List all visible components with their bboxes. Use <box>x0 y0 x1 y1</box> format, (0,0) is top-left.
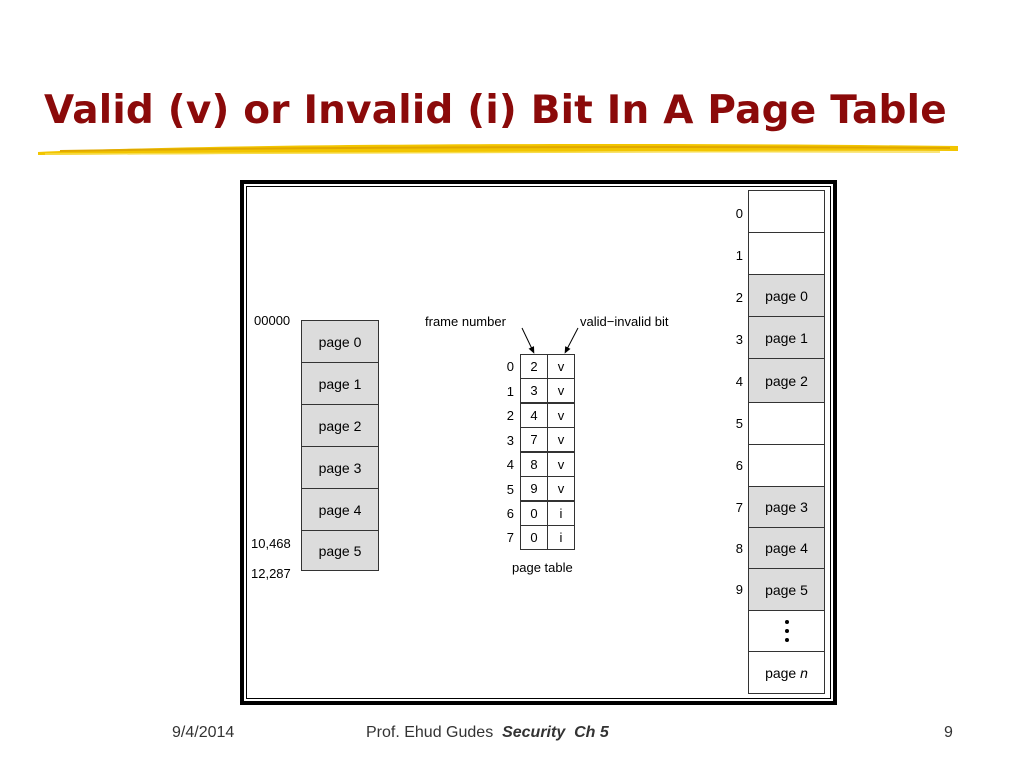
pt-index-6: 6 <box>506 506 514 521</box>
slide-title: Valid (v) or Invalid (i) Bit In A Page T… <box>44 88 947 133</box>
pt-bit-2: v <box>547 403 575 428</box>
frame-index-8: 8 <box>735 541 743 556</box>
frame-2: page 0 <box>748 274 825 317</box>
frame-4: page 2 <box>748 358 825 403</box>
frame-9: page 5 <box>748 568 825 611</box>
frame-index-1: 1 <box>735 248 743 263</box>
frame-8: page 4 <box>748 527 825 569</box>
frame-index-7: 7 <box>735 500 743 515</box>
logical-page-1: page 1 <box>301 362 379 405</box>
frame-7: page 3 <box>748 486 825 528</box>
pt-index-0: 0 <box>506 359 514 374</box>
pt-bit-5: v <box>547 476 575 501</box>
footer-course: Security Ch 5 <box>502 724 609 741</box>
logical-page-2: page 2 <box>301 404 379 447</box>
frame-index-2: 2 <box>735 290 743 305</box>
frame-index-6: 6 <box>735 458 743 473</box>
pt-bit-3: v <box>547 427 575 452</box>
footer-credit: Prof. Ehud Gudes Security Ch 5 <box>366 724 609 742</box>
frame-number-arrow <box>521 327 535 354</box>
pt-bit-0: v <box>547 354 575 379</box>
frame-n-variable: n <box>800 664 808 681</box>
frame-index-9: 9 <box>735 582 743 597</box>
pt-index-7: 7 <box>506 530 514 545</box>
pt-frame-5: 9 <box>520 476 548 501</box>
frame-index-0: 0 <box>735 206 743 221</box>
pt-index-1: 1 <box>506 384 514 399</box>
footer-page-number: 9 <box>944 724 953 741</box>
footer-author: Prof. Ehud Gudes <box>366 724 494 741</box>
ellipsis-frame <box>748 610 825 652</box>
frame-0 <box>748 190 825 233</box>
vertical-ellipsis-icon <box>784 620 789 642</box>
logical-page-0: page 0 <box>301 320 379 363</box>
page-table-caption: page table <box>512 560 573 575</box>
pt-bit-6: i <box>547 501 575 526</box>
frame-n-prefix: page <box>765 664 797 681</box>
pt-frame-1: 3 <box>520 378 548 403</box>
address-end: 12,287 <box>251 566 291 581</box>
valid-bit-arrow <box>564 327 579 354</box>
pt-index-2: 2 <box>506 408 514 423</box>
footer-date: 9/4/2014 <box>172 724 235 741</box>
pt-frame-0: 2 <box>520 354 548 379</box>
pt-frame-2: 4 <box>520 403 548 428</box>
pt-bit-1: v <box>547 378 575 403</box>
pt-frame-6: 0 <box>520 501 548 526</box>
pt-frame-7: 0 <box>520 525 548 550</box>
address-mid: 10,468 <box>251 536 291 551</box>
frame-1 <box>748 232 825 275</box>
pt-index-5: 5 <box>506 482 514 497</box>
pt-bit-7: i <box>547 525 575 550</box>
frame-index-4: 4 <box>735 374 743 389</box>
pt-index-3: 3 <box>506 433 514 448</box>
pt-index-4: 4 <box>506 457 514 472</box>
frame-n: page n <box>748 651 825 694</box>
pt-frame-4: 8 <box>520 452 548 477</box>
frame-5 <box>748 402 825 445</box>
valid-invalid-bit-label: valid−invalid bit <box>580 314 669 329</box>
title-underline <box>38 144 958 155</box>
pt-frame-3: 7 <box>520 427 548 452</box>
address-start: 00000 <box>254 313 291 328</box>
frame-6 <box>748 444 825 487</box>
pt-bit-4: v <box>547 452 575 477</box>
frame-index-3: 3 <box>735 332 743 347</box>
logical-page-5: page 5 <box>301 530 379 571</box>
frame-3: page 1 <box>748 316 825 359</box>
frame-number-label: frame number <box>425 314 506 329</box>
frame-index-5: 5 <box>735 416 743 431</box>
